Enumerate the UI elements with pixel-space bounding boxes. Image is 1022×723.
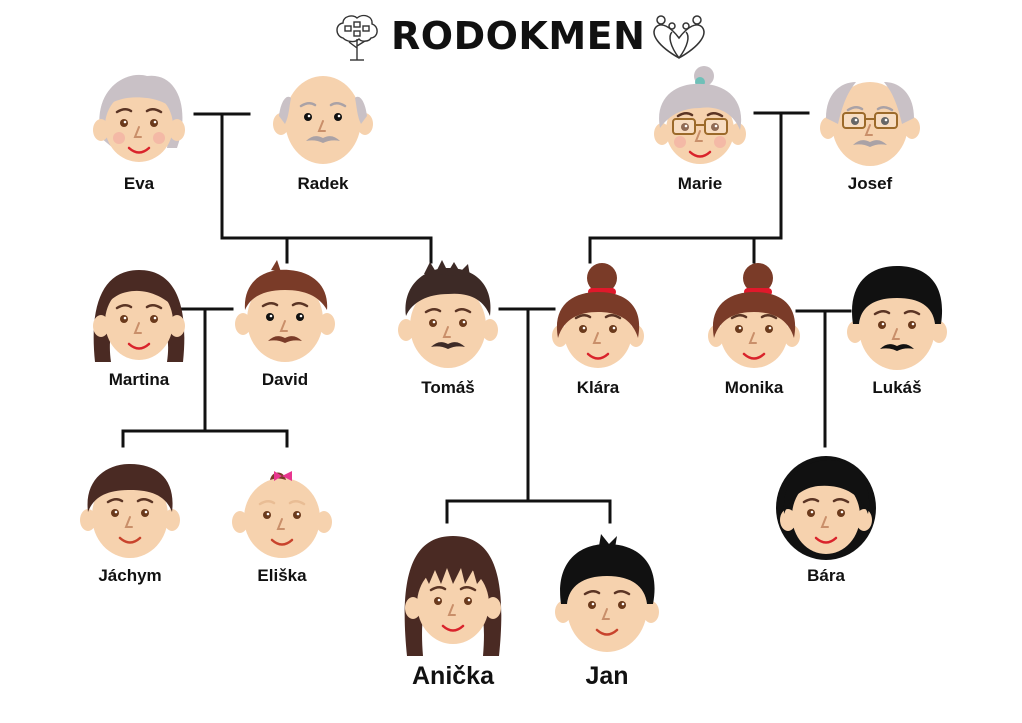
person-name: Klára bbox=[576, 378, 620, 397]
woman-bun-icon bbox=[708, 263, 800, 368]
person-lukas: Lukáš bbox=[832, 264, 962, 398]
person-name: Bára bbox=[807, 566, 845, 585]
person-martina: Martina bbox=[74, 264, 204, 390]
man-black-hair-mustache-icon bbox=[847, 266, 947, 370]
woman-long-hair-icon bbox=[93, 270, 185, 362]
person-name: David bbox=[261, 370, 309, 389]
person-name: Jan bbox=[585, 662, 629, 690]
family-tree-icon bbox=[336, 14, 378, 61]
page-title: RODOKMEN bbox=[391, 14, 646, 58]
woman-bun-icon bbox=[552, 263, 644, 368]
person-eva: Eva bbox=[74, 68, 204, 194]
person-marie: Marie bbox=[635, 66, 765, 194]
person-tomas: Tomáš bbox=[383, 260, 513, 398]
person-radek: Radek bbox=[258, 68, 388, 194]
person-klara: Klára bbox=[533, 263, 663, 398]
person-name: Tomáš bbox=[421, 378, 475, 397]
person-jan: Jan bbox=[542, 528, 672, 691]
person-jachym: Jáchym bbox=[65, 460, 195, 586]
man-short-hair-icon bbox=[235, 260, 335, 362]
person-name: Eliška bbox=[257, 566, 307, 585]
grandma-icon bbox=[93, 74, 185, 162]
person-josef: Josef bbox=[805, 68, 935, 194]
grandpa-bald-icon bbox=[273, 76, 373, 164]
boy-icon bbox=[80, 464, 180, 558]
person-name: Anička bbox=[412, 662, 494, 690]
person-eliska: Eliška bbox=[217, 460, 347, 586]
person-name: Lukáš bbox=[872, 378, 922, 397]
person-name: Marie bbox=[677, 174, 723, 193]
person-bara: Bára bbox=[761, 452, 891, 586]
person-name: Eva bbox=[123, 174, 155, 193]
person-name: Radek bbox=[297, 174, 349, 193]
grandpa-glasses-icon bbox=[820, 82, 920, 166]
person-name: Martina bbox=[108, 370, 170, 389]
girl-long-hair-icon bbox=[404, 536, 502, 656]
person-name: Josef bbox=[847, 174, 893, 193]
person-david: David bbox=[220, 260, 350, 390]
person-name: Jáchym bbox=[98, 566, 162, 585]
man-mustache-icon bbox=[398, 260, 498, 368]
boy-black-hair-icon bbox=[555, 534, 659, 652]
family-hearts-icon bbox=[653, 15, 705, 59]
baby-girl-icon bbox=[232, 471, 332, 558]
person-anicka: Anička bbox=[388, 528, 518, 691]
grandma-glasses-icon bbox=[654, 66, 746, 164]
girl-black-hair-icon bbox=[776, 456, 876, 560]
person-name: Monika bbox=[724, 378, 784, 397]
person-monika: Monika bbox=[689, 263, 819, 398]
